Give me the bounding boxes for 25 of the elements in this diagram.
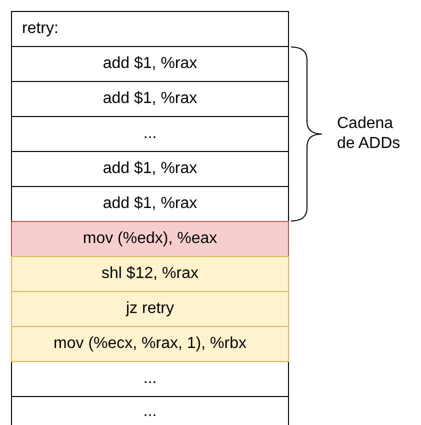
instruction-row <box>11 396 289 425</box>
instruction-row <box>11 361 289 397</box>
instruction-text: retry: <box>22 19 58 39</box>
instruction-row <box>11 11 289 47</box>
instruction-row <box>11 186 289 222</box>
instruction-text: jz retry <box>126 299 174 319</box>
instruction-text: ... <box>143 369 157 389</box>
instruction-text: add $1, %rax <box>102 89 198 109</box>
instruction-text: ... <box>143 124 157 144</box>
instruction-row <box>11 326 289 362</box>
instruction-row <box>11 221 289 257</box>
instruction-text: ... <box>143 402 157 422</box>
brace-label: Cadena de ADDs <box>337 114 402 154</box>
instruction-row <box>11 116 289 152</box>
instruction-text: mov (%ecx, %rax, 1), %rbx <box>54 334 246 354</box>
instruction-text: add $1, %rax <box>102 159 198 179</box>
instruction-text: add $1, %rax <box>102 194 198 214</box>
instruction-row <box>11 46 289 82</box>
instruction-row <box>11 81 289 117</box>
instruction-text: mov (%edx), %eax <box>82 229 218 249</box>
instruction-text: shl $12, %rax <box>102 264 198 284</box>
instruction-row <box>11 151 289 187</box>
instruction-row <box>11 291 289 327</box>
instruction-row <box>11 256 289 292</box>
instruction-text: add $1, %rax <box>102 54 198 74</box>
